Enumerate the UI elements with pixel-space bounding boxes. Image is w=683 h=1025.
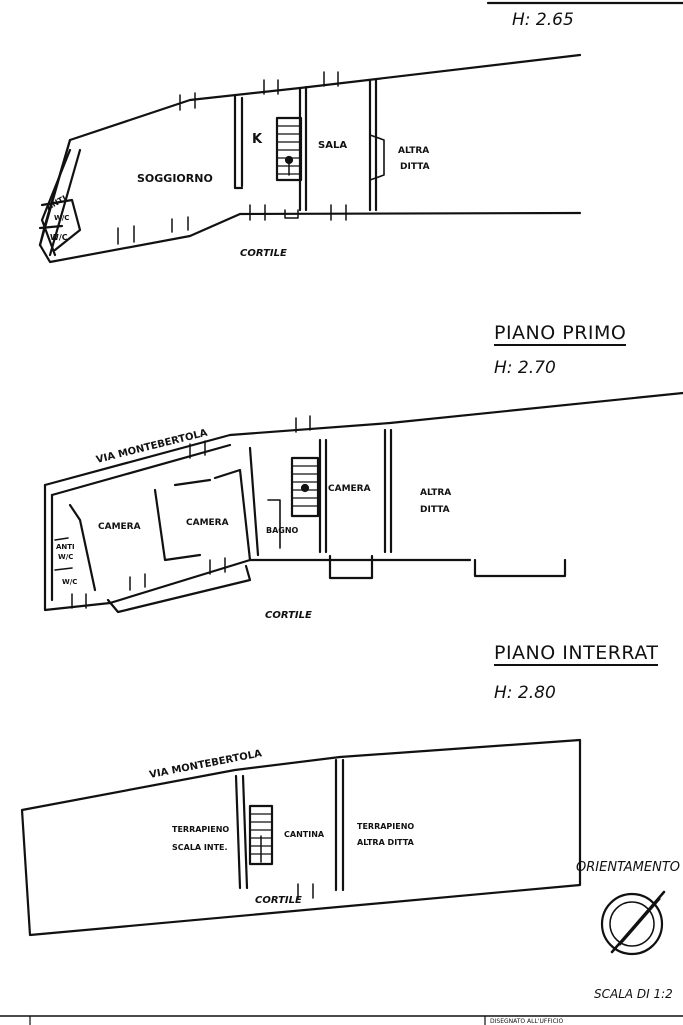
scale-label: SCALA DI 1:2 — [594, 987, 673, 1001]
room-label-wc-ground: W/C — [50, 233, 68, 242]
room-label-altra-ditta-basement: ALTRA DITTA — [357, 838, 414, 847]
courtyard-label-ground: CORTILE — [240, 248, 287, 259]
first-floor-height: H: 2.70 — [494, 358, 556, 378]
room-label-sala: SALA — [318, 140, 348, 151]
basement-title: PIANO INTERRAT — [494, 642, 659, 666]
room-label-anti-wc-ground: ANTI — [45, 194, 68, 212]
room-label-soggiorno: SOGGIORNO — [137, 172, 213, 185]
room-label-camera-2: CAMERA — [186, 518, 229, 528]
basement-height: H: 2.80 — [494, 683, 556, 703]
first-floor-title: PIANO PRIMO — [494, 322, 627, 346]
room-label-anti-first: ANTI — [56, 543, 75, 551]
room-label-bagno: BAGNO — [266, 526, 299, 535]
plan-ground-floor — [38, 53, 582, 264]
courtyard-label-basement: CORTILE — [255, 895, 302, 906]
plan-first-floor — [43, 391, 683, 614]
footer-stamp: DISEGNATO ALL'UFFICIO — [490, 1018, 564, 1025]
ground-floor-height: H: 2.65 — [512, 10, 574, 30]
courtyard-label-first: CORTILE — [265, 610, 312, 621]
room-label-wc-first: W/C — [62, 578, 78, 586]
room-label-altra-ground-1: ALTRA — [398, 146, 430, 156]
room-label-camera-3: CAMERA — [328, 484, 371, 494]
room-label-camera-1: CAMERA — [98, 522, 141, 532]
room-label-anti-wc-first: W/C — [58, 553, 74, 561]
room-label-kitchen: K — [252, 132, 263, 147]
room-label-scala-interna: SCALA INTE. — [172, 843, 228, 852]
room-label-cantina: CANTINA — [284, 830, 325, 839]
street-label-first-floor: VIA MONTEBERTOLA — [95, 428, 209, 466]
room-label-ditta-first-2: DITTA — [420, 505, 450, 515]
room-label-ditta-ground-2: DITTA — [400, 162, 430, 172]
room-label-anti-wc-ground-2: W/C — [54, 214, 70, 222]
room-label-terrapieno-2: TERRAPIENO — [357, 822, 415, 831]
plan-basement — [20, 738, 582, 937]
north-arrow — [600, 890, 666, 956]
orientamento-label: ORIENTAMENTO — [576, 860, 681, 875]
room-label-altra-first-1: ALTRA — [420, 488, 452, 498]
room-label-terrapieno-1: TERRAPIENO — [172, 825, 230, 834]
